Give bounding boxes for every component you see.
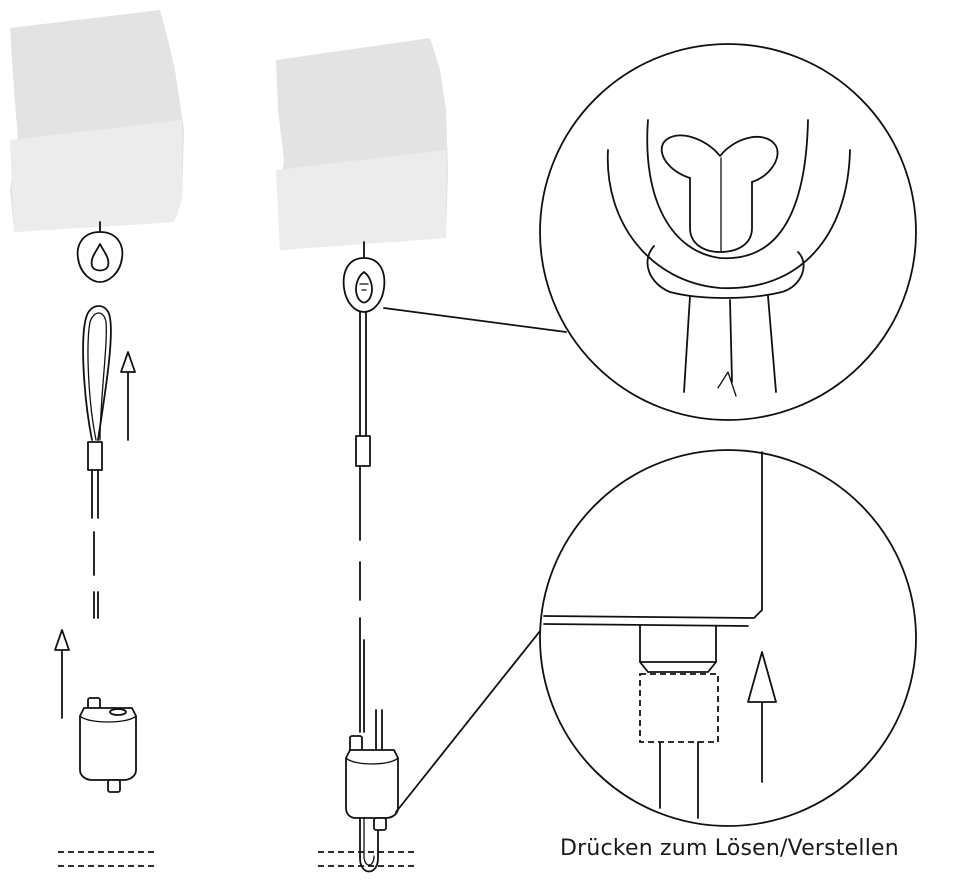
left-ceiling-block <box>10 10 184 232</box>
left-gripper <box>79 697 137 793</box>
left-ceiling-eyelet <box>76 221 124 283</box>
middle-eyelet-knot <box>342 241 386 313</box>
leader-lines <box>383 307 567 813</box>
middle-wire <box>355 311 371 733</box>
left-wire-loop <box>82 305 112 619</box>
detail-circle-knot <box>539 43 917 421</box>
detail-circle-gripper <box>539 449 917 827</box>
middle-ceiling-block <box>276 38 448 250</box>
left-floor-dashes <box>58 851 156 867</box>
left-up-arrow-lower <box>54 629 70 719</box>
middle-floor-dashes <box>318 851 418 867</box>
release-instruction-caption: Drücken zum Lösen/Verstellen <box>560 836 899 861</box>
left-up-arrow-upper <box>120 351 136 441</box>
middle-gripper <box>345 709 399 873</box>
